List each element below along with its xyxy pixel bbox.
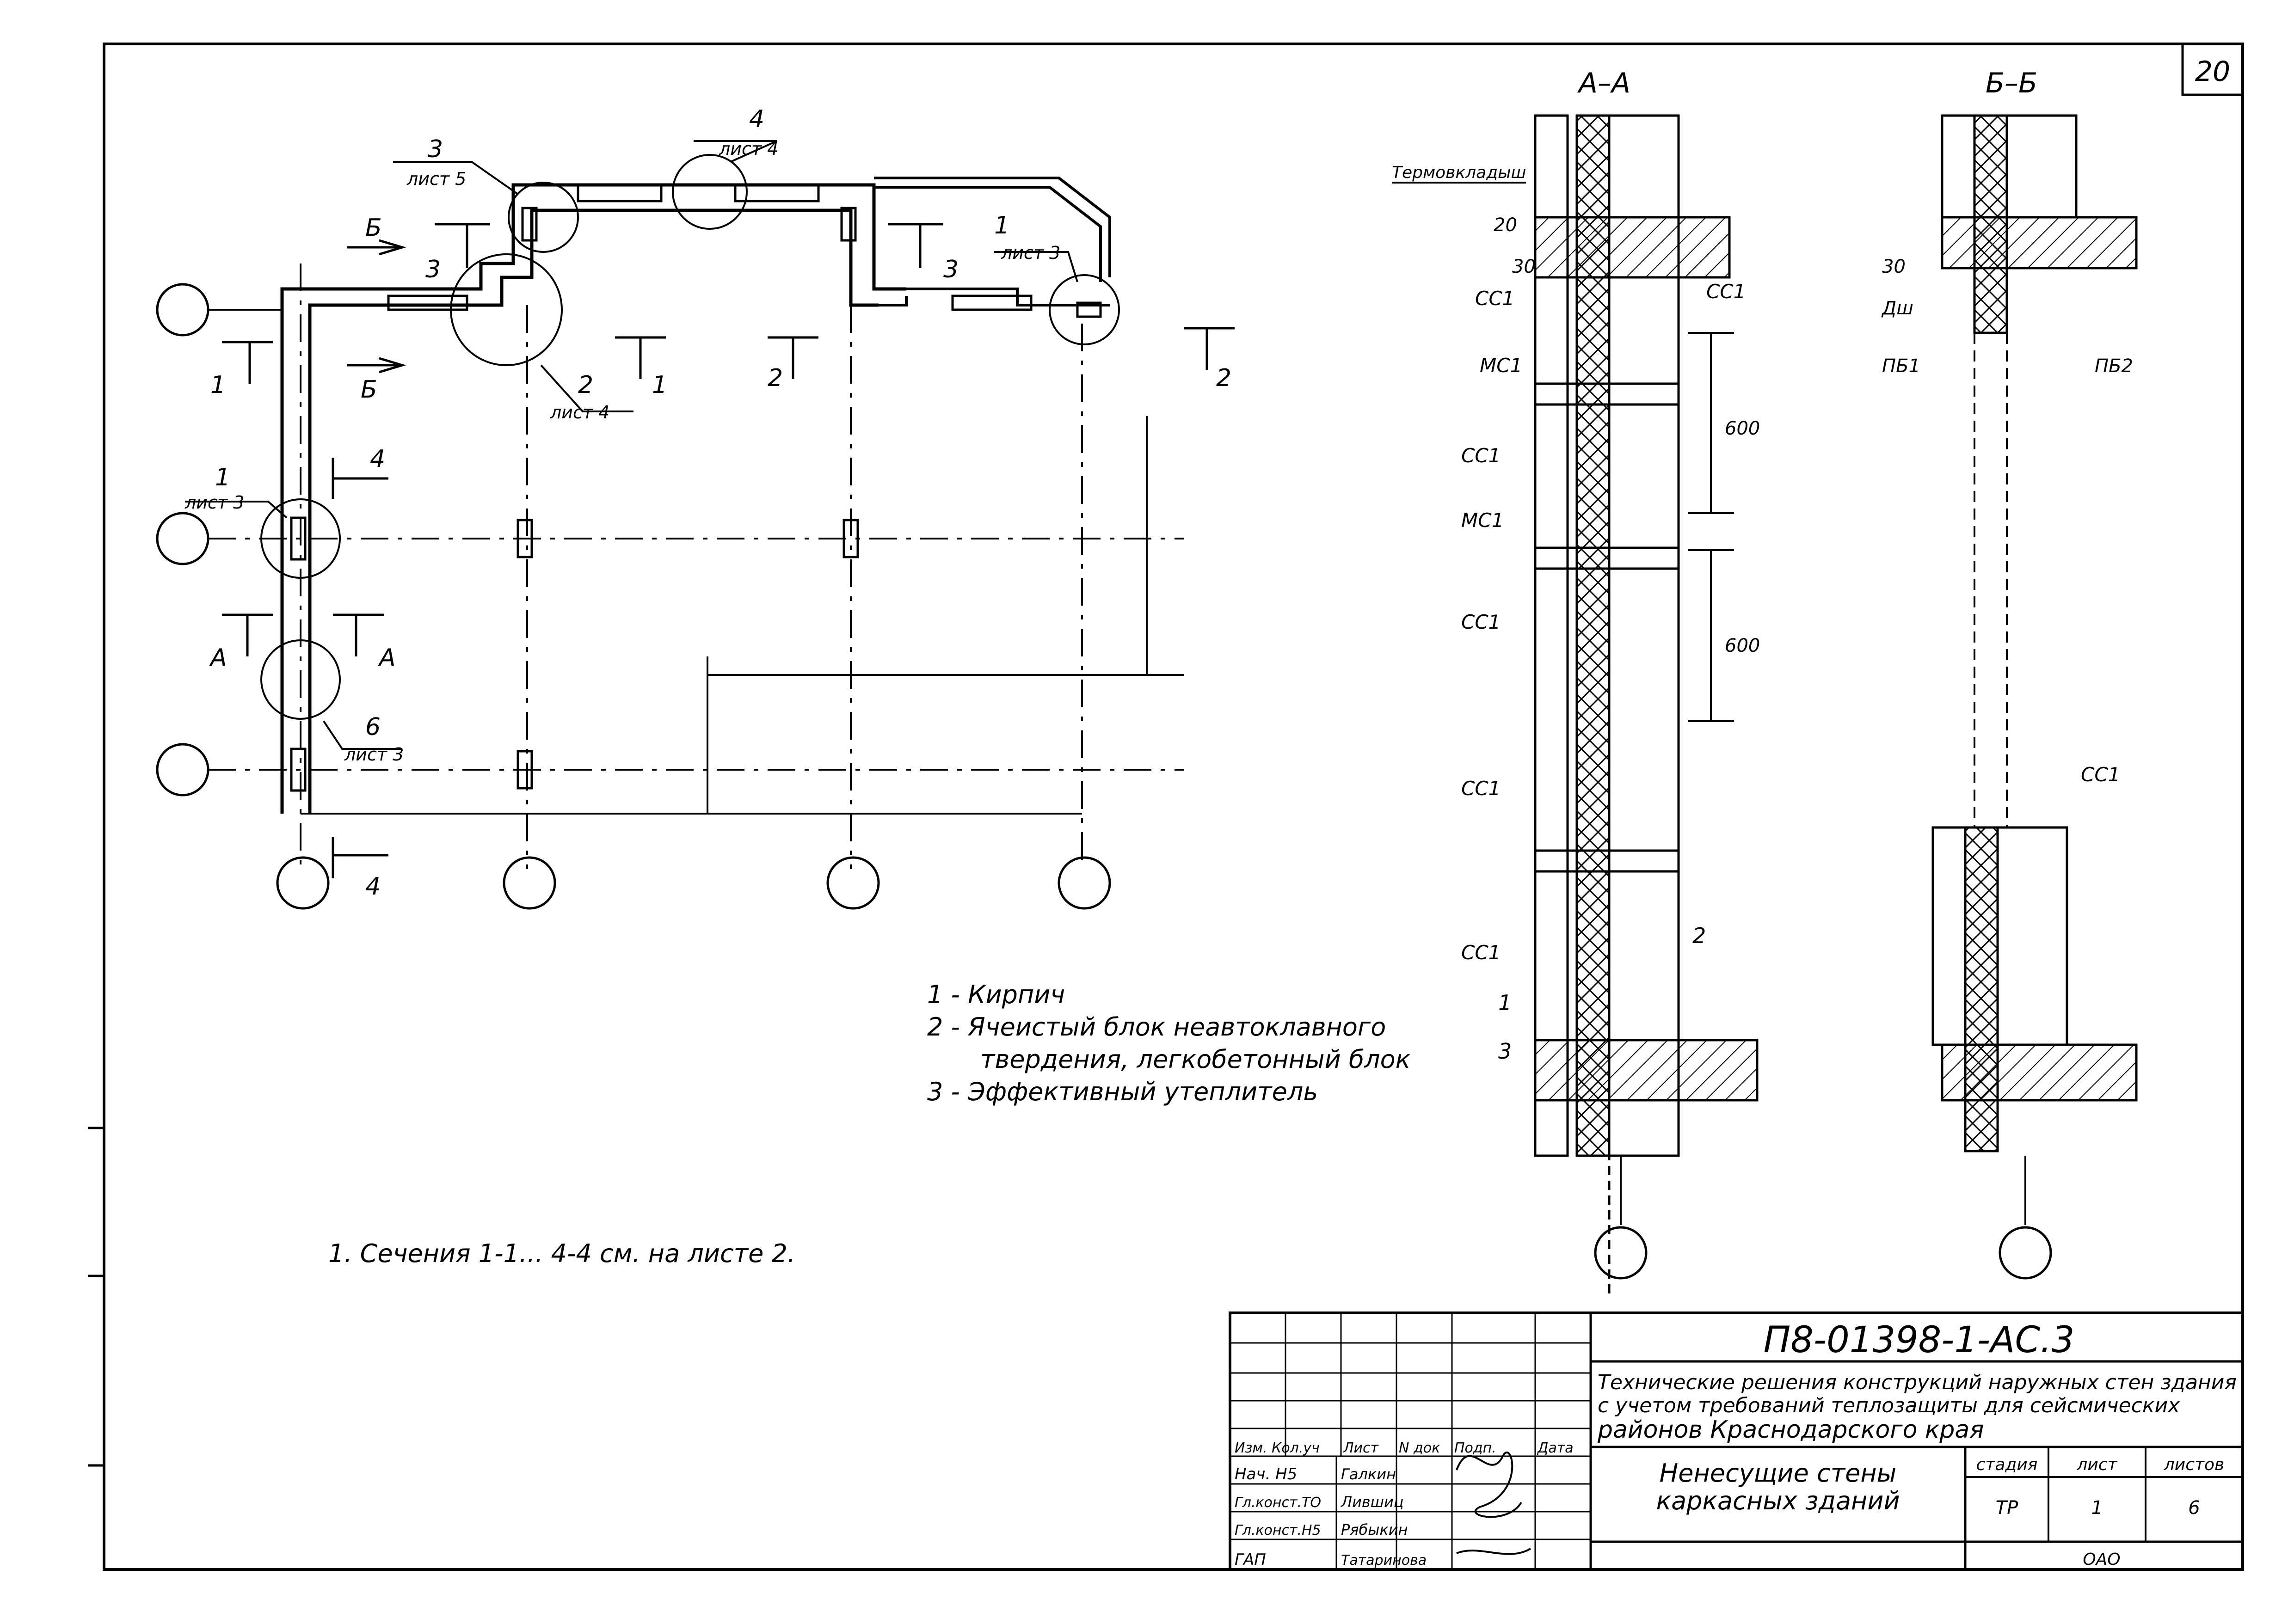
plan-callout-3: 3: [428, 135, 443, 163]
dim-30-aa: 30: [1512, 256, 1536, 277]
label-ss1-f: СС1: [1461, 941, 1501, 964]
plan-callout-sheet4-mid: лист 4: [550, 402, 609, 423]
project-title-line-3: районов Краснодарского края: [1597, 1416, 1984, 1444]
role-1: Нач. Н5: [1235, 1465, 1297, 1483]
label-ms1-b: МС1: [1461, 509, 1504, 532]
role-4: ГАП: [1235, 1550, 1266, 1569]
floor-plan: 3 лист 5 4 лист 4 1 лист 3 2 лист 4 1 ли…: [156, 105, 1235, 910]
label-ss1-e: СС1: [1461, 777, 1501, 800]
stage-value: ТР: [1996, 1497, 2018, 1519]
title-block: П8-01398-1-АС.3 Технические решения конс…: [1229, 1311, 2244, 1571]
label-ss1-b: СС1: [1706, 280, 1746, 303]
label-ms1-a: МС1: [1480, 354, 1522, 377]
doc-code: П8-01398-1-АС.3: [1764, 1319, 2075, 1361]
sheets-value: 6: [2188, 1497, 2200, 1519]
general-note: 1. Сечения 1-1... 4-4 см. на листе 2.: [328, 1239, 795, 1268]
plan-callout-2: 2: [578, 371, 593, 399]
cut-4-bottom: 4: [365, 873, 381, 901]
header-podp: Подп.: [1454, 1440, 1496, 1456]
cut-b-bottom: Б: [361, 376, 377, 404]
cut-4-top: 4: [370, 445, 385, 473]
section-bb-title: Б–Б: [1986, 67, 2037, 99]
sheet-title-line-2: каркасных зданий: [1656, 1486, 1900, 1515]
sheet-value: 1: [2091, 1497, 2103, 1519]
plan-callout-sheet3-bottom: лист 3: [344, 744, 404, 765]
sheet-label: лист: [2076, 1455, 2117, 1474]
label-ss1-a: СС1: [1475, 287, 1514, 310]
header-ndoc: N док: [1399, 1440, 1440, 1456]
label-3: 3: [1498, 1039, 1512, 1064]
sheet-number-box: [2181, 43, 2244, 96]
plan-callout-1-right: 1: [994, 212, 1009, 239]
name-1: Галкин: [1341, 1465, 1396, 1483]
header-data: Дата: [1537, 1440, 1574, 1456]
plan-callout-4: 4: [749, 105, 764, 133]
plan-callout-6: 6: [365, 713, 381, 741]
header-list: Лист: [1343, 1440, 1379, 1456]
legend-item-3: 3 - Эффективный утеплитель: [927, 1077, 1318, 1106]
cut-2-right: 2: [1216, 364, 1231, 392]
project-title-line-2: с учетом требований теплозащиты для сейс…: [1598, 1394, 2180, 1417]
header-izm: Изм.: [1235, 1440, 1267, 1456]
cut-b-top: Б: [365, 214, 382, 242]
stage-label: стадия: [1976, 1455, 2038, 1474]
plan-mark-3-left: 3: [425, 256, 441, 283]
project-title-line-1: Технические решения конструкций наружных…: [1598, 1371, 2237, 1394]
dim-20: 20: [1494, 214, 1517, 236]
plan-callout-1-left: 1: [215, 464, 230, 491]
label-dsh: Дш: [1881, 298, 1913, 319]
label-ss1-d: СС1: [1461, 611, 1501, 633]
cut-a-right: А: [378, 644, 396, 672]
plan-mark-3-right: 3: [943, 256, 959, 283]
legend-item-2-cont: твердения, легкобетонный блок: [980, 1045, 1411, 1074]
thermal-inserts-label: Термовкладыш: [1392, 163, 1526, 182]
organization: ОАО: [2083, 1550, 2120, 1569]
header-kol: Кол.уч: [1272, 1440, 1320, 1456]
dim-600-top: 600: [1725, 418, 1760, 439]
legend: 1 - Кирпич 2 - Ячеистый блок неавтоклавн…: [927, 980, 1411, 1106]
sheets-label: листов: [2164, 1455, 2224, 1474]
label-2: 2: [1692, 923, 1706, 948]
label-pb2: ПБ2: [2095, 355, 2133, 377]
dim-30-bb: 30: [1882, 256, 1906, 277]
role-2: Гл.конст.ТО: [1235, 1495, 1321, 1511]
cut-1-right: 1: [652, 371, 667, 399]
sheet-number: 20: [2195, 55, 2230, 88]
name-2: Лившиц: [1341, 1493, 1404, 1511]
signature: [1456, 1452, 1531, 1555]
label-ss1-c: СС1: [1461, 444, 1501, 467]
dim-600-bottom: 600: [1725, 635, 1760, 656]
sheet-frame: 20: [88, 43, 2244, 1571]
name-4: Татаринова: [1341, 1552, 1427, 1569]
cut-2-left: 2: [768, 364, 783, 392]
sheet-title-line-1: Ненесущие стены: [1660, 1459, 1897, 1488]
role-3: Гл.конст.Н5: [1235, 1522, 1321, 1538]
section-bb: Б–Б 30 Дш ПБ1 ПБ2 СС1: [1881, 67, 2138, 1280]
name-3: Рябыкин: [1341, 1521, 1408, 1538]
label-ss1-bb: СС1: [2081, 763, 2120, 786]
section-aa-title: А–А: [1577, 67, 1630, 99]
plan-callout-sheet3-left: лист 3: [185, 492, 244, 513]
label-pb1: ПБ1: [1882, 355, 1920, 377]
legend-item-2: 2 - Ячеистый блок неавтоклавного: [927, 1012, 1386, 1042]
plan-callout-sheet5: лист 5: [406, 169, 466, 189]
cut-a-left: А: [209, 644, 227, 672]
plan-callout-sheet3-right: лист 3: [1001, 243, 1060, 263]
label-1: 1: [1498, 990, 1512, 1015]
plan-callout-sheet4-top: лист 4: [719, 139, 778, 159]
section-aa: А–А Термовкладыш 20 30 600 600 СС1 СС1 М…: [1392, 67, 1760, 1294]
legend-item-1: 1 - Кирпич: [927, 980, 1065, 1009]
cut-1-left: 1: [210, 371, 226, 399]
